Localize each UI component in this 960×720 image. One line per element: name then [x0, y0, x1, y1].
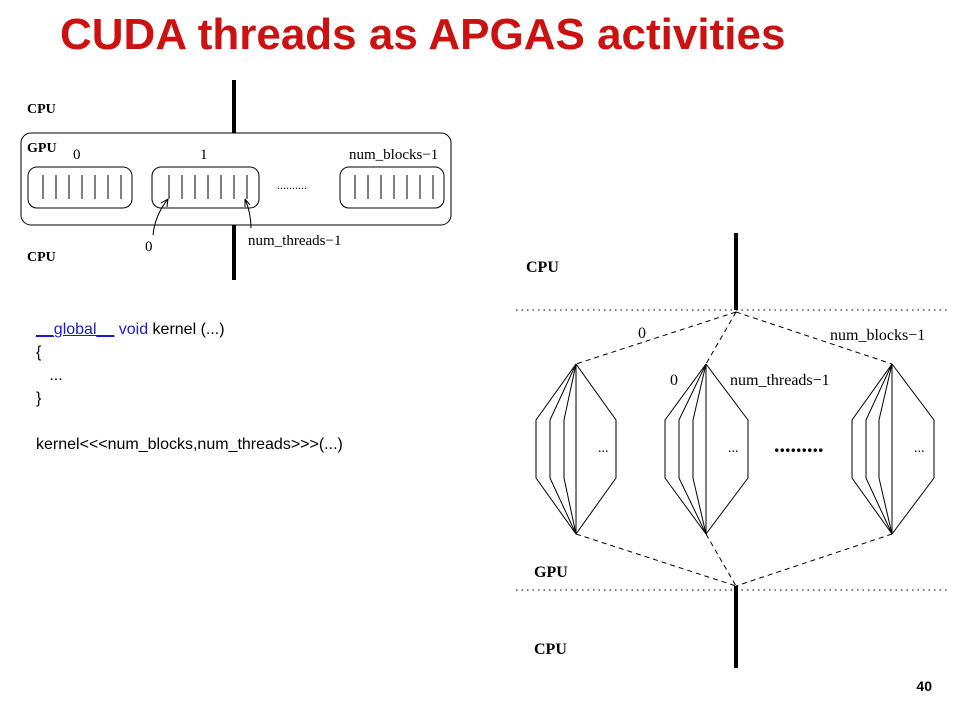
thread-label-0: 0 [145, 239, 153, 255]
block-0-threads [535, 363, 617, 535]
cpu-label-bottom: CPU [534, 641, 567, 658]
cpu-label-bottom: CPU [27, 250, 56, 265]
thread-label-0: 0 [670, 372, 678, 389]
code-line-1: kernel (...) [148, 321, 225, 338]
thread-label-last: num_threads−1 [730, 372, 830, 389]
block-label-0: 0 [73, 147, 81, 163]
block-1-ellipsis: ... [728, 441, 739, 456]
block-label-last: num_blocks−1 [349, 147, 438, 163]
code-void-keyword: void [118, 321, 149, 338]
cpu-label-top: CPU [27, 102, 56, 117]
code-global-keyword: __global__ [36, 321, 115, 338]
apgas-activity-diagram: CPU GPU CPU 0 num_blocks−1 0 num_threads… [516, 233, 950, 668]
page-number: 40 [916, 678, 932, 694]
block-label-last: num_blocks−1 [830, 327, 925, 344]
block-label-1: 1 [200, 147, 208, 163]
blocks-ellipsis: .......... [277, 178, 307, 192]
gpu-label: GPU [27, 141, 57, 156]
code-line-3: ... [36, 367, 63, 384]
thread-label-last: num_threads−1 [248, 233, 341, 249]
block-label-0: 0 [638, 325, 646, 342]
gpu-label: GPU [534, 564, 568, 581]
block-last [339, 166, 445, 209]
block-0 [27, 166, 133, 209]
block-0-ellipsis: ... [598, 441, 609, 456]
code-line-6: kernel<<<num_blocks,num_threads>>>(...) [36, 436, 343, 453]
block-1-threads [664, 363, 749, 535]
block-last-ellipsis: ... [914, 441, 925, 456]
thread-last-arrow [244, 198, 252, 229]
code-block: __global__ void kernel (...) { ... } ker… [36, 318, 343, 456]
code-line-4: } [36, 390, 42, 407]
slide-title: CUDA threads as APGAS activities [60, 10, 786, 59]
blocks-ellipsis: ......... [774, 432, 824, 457]
code-line-2: { [36, 344, 42, 361]
cpu-label-top: CPU [526, 259, 559, 276]
block-last-threads [851, 363, 935, 535]
thread-0-arrow [152, 198, 169, 236]
block-1 [151, 166, 260, 209]
gpu-box [20, 132, 452, 226]
cuda-grid-diagram: CPU GPU CPU 0 1 num_blocks−1 .......... [20, 80, 452, 280]
